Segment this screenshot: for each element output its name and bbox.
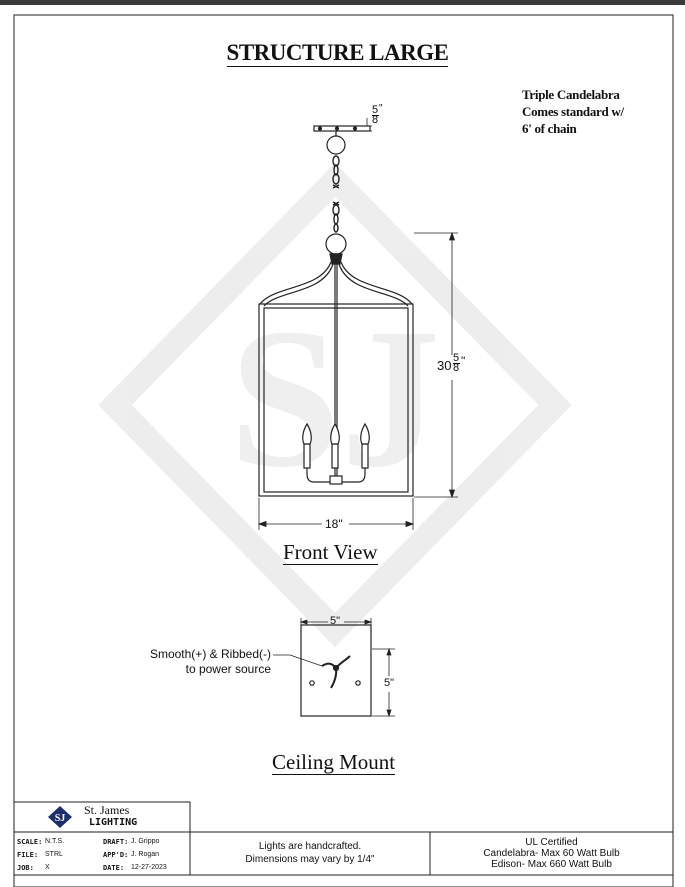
height-dimension [414,231,458,499]
note-line-2: Comes standard w/ [522,104,624,119]
wire-note-line-2: to power source [185,662,271,676]
canopy-dim-unit: " [379,103,383,114]
company-name-line-1: St. James [84,803,130,817]
draft-label: DRAFT: [103,838,129,846]
height-dim-den: 8 [453,362,460,374]
file-value: STRL [45,851,63,858]
date-value: 12-27-2023 [131,864,167,871]
file-label: FILE: [17,851,39,859]
height-dim-num: 5 [453,352,460,364]
top-strip [0,0,685,5]
canopy [313,125,372,155]
height-dim-unit: " [461,354,466,368]
company-name-line-2: LIGHTING [89,817,138,828]
sheet-title: STRUCTURE LARGE [226,40,449,67]
ul-line-2: Candelabra- Max 60 Watt Bulb [483,848,620,859]
height-dim-fraction: 5 8 [453,352,460,374]
note-line-3: 6' of chain [522,121,577,136]
scale-value: N.T.S. [45,838,65,845]
note-line-1: Triple Candelabra [522,87,620,102]
canopy-dim-num: 5 [372,104,379,116]
mount-width-label: 5" [330,615,341,627]
canopy-dim-label: 5 8 [372,104,379,126]
chain-upper [332,155,340,189]
sheet-border [13,14,674,887]
draft-value: J. Grippo [131,838,160,845]
title-block [13,801,673,876]
mount-width-dimension [299,618,373,625]
watermark-diamond [98,162,572,648]
chain-lower [332,201,340,233]
job-value: X [45,864,50,871]
company-logo: SJ [48,806,72,828]
handcrafted-line-2: Dimensions may vary by 1/4" [245,854,375,865]
height-dim-whole: 30 [437,358,452,373]
mount-height-dimension [372,647,395,718]
fixture-body [258,233,414,497]
width-dim-label: 18" [325,517,343,531]
appd-label: APP'D: [103,851,129,859]
wire-leader-line [273,654,323,667]
job-label: JOB: [17,864,34,872]
ul-line-1: UL Certified [525,837,578,848]
mount-height-label: 5" [384,677,395,689]
canopy-dim-den: 8 [372,114,379,126]
handcrafted-line-1: Lights are handcrafted. [258,841,362,852]
ceiling-mount-plate [300,624,372,717]
date-label: DATE: [103,864,125,872]
appd-value: J. Rogan [131,851,160,858]
scale-label: SCALE: [17,838,43,846]
ceiling-mount-label: Ceiling Mount [272,750,396,775]
front-view-label: Front View [283,540,378,565]
width-dimension [257,498,415,530]
svg-text:SJ: SJ [55,813,66,824]
wire-note-line-1: Smooth(+) & Ribbed(-) [149,647,271,661]
ul-line-3: Edison- Max 660 Watt Bulb [491,859,612,870]
